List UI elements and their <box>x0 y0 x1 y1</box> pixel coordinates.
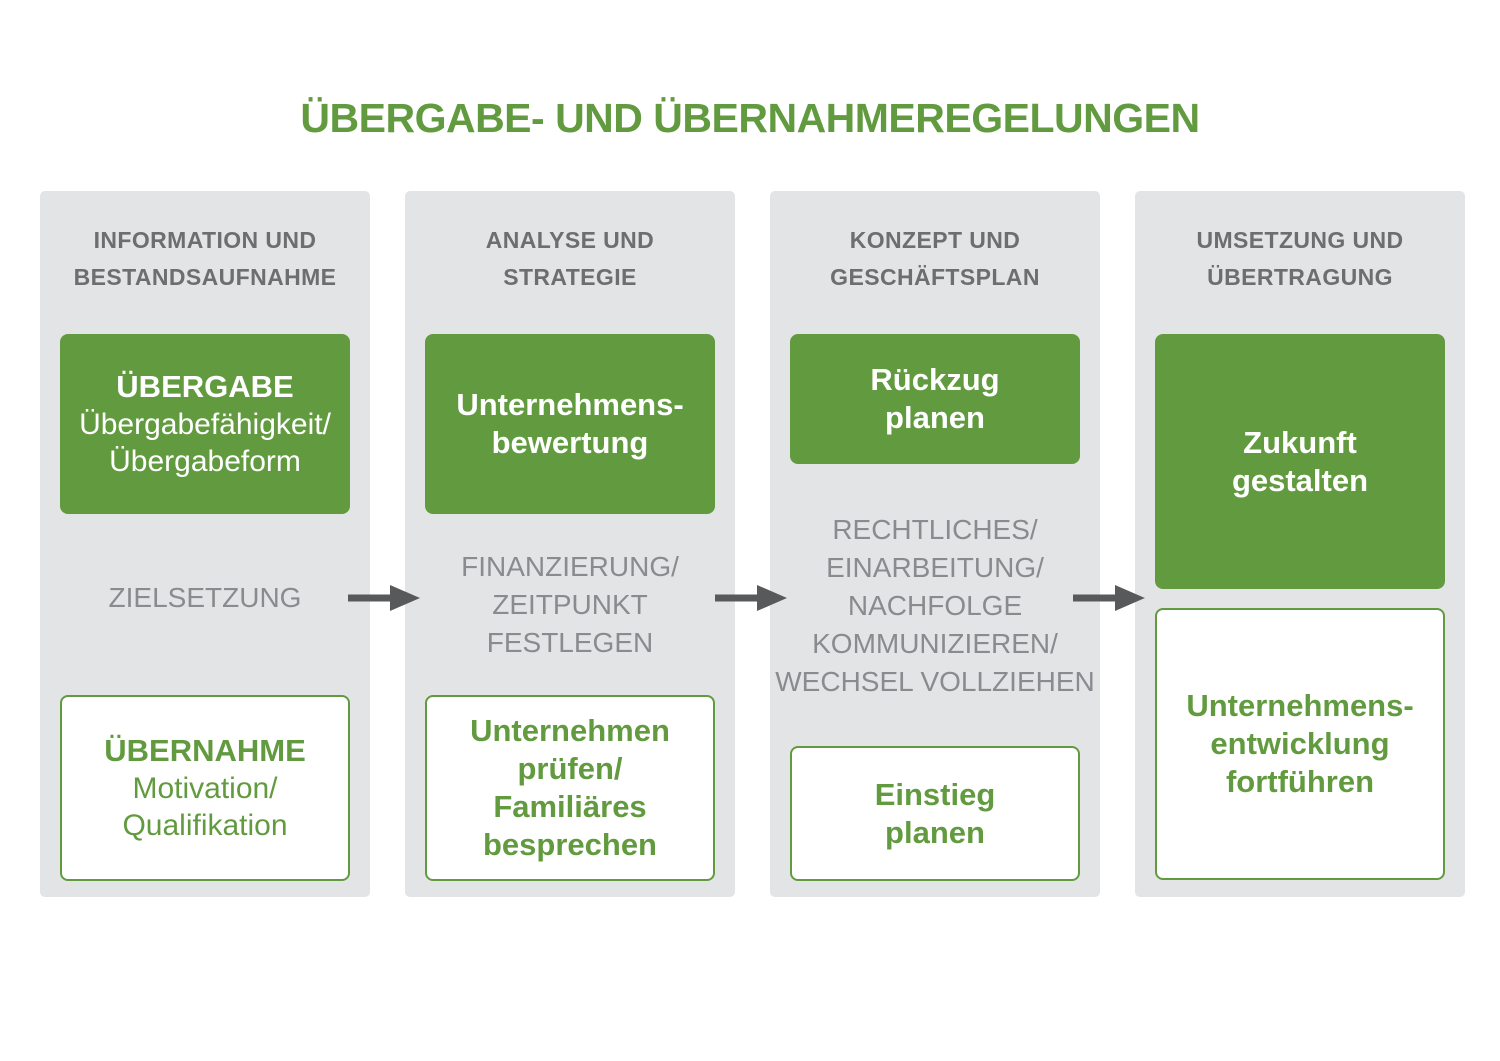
phase-column-umsetzung: UMSETZUNG UND ÜBERTRAGUNG Zukunft gestal… <box>1135 191 1465 897</box>
box-text-line: Übergabefähigkeit/ <box>79 408 331 441</box>
unternehmensbewertung-box: Unternehmens- bewertung <box>425 334 715 514</box>
arrow-right-icon <box>715 585 787 611</box>
page-title: ÜBERGABE- UND ÜBERNAHMEREGELUNGEN <box>300 95 1200 141</box>
arrow-right-icon <box>1073 585 1145 611</box>
box-text-line: Übergabeform <box>109 445 301 478</box>
box-title: planen <box>885 400 985 435</box>
phase-header-line: INFORMATION UND <box>93 227 317 253</box>
phase-3-header: KONZEPT UND GESCHÄFTSPLAN <box>770 222 1100 296</box>
finanzierung-label: FINANZIERUNG/ ZEITPUNKT FESTLEGEN <box>405 548 735 662</box>
mid-text-line: KOMMUNIZIEREN/ <box>812 628 1058 659</box>
phase-1-header: INFORMATION UND BESTANDSAUFNAHME <box>40 222 370 296</box>
zukunft-gestalten-box: Zukunft gestalten <box>1155 334 1445 589</box>
box-text-line: Familiäres <box>493 789 647 824</box>
box-text-line: prüfen/ <box>517 751 623 786</box>
arrow-right-icon <box>348 585 420 611</box>
phase-2-header: ANALYSE UND STRATEGIE <box>405 222 735 296</box>
rueckzug-planen-box: Rückzug planen <box>790 334 1080 464</box>
box-title: Rückzug <box>870 362 1000 397</box>
box-text-line: besprechen <box>482 827 657 862</box>
uebernahme-box: ÜBERNAHME Motivation/ Qualifikation <box>60 695 350 881</box>
phase-column-konzept: KONZEPT UND GESCHÄFTSPLAN Rückzug planen… <box>770 191 1100 897</box>
unternehmen-pruefen-box: Unternehmen prüfen/ Familiäres bespreche… <box>425 695 715 881</box>
box-title: Zukunft <box>1243 424 1357 460</box>
zielsetzung-label: ZIELSETZUNG <box>40 579 370 617</box>
box-text-line: Qualifikation <box>122 809 288 842</box>
box-title: gestalten <box>1231 462 1369 498</box>
uebergabe-box: ÜBERGABE Übergabefähigkeit/ Übergabeform <box>60 334 350 514</box>
mid-text-line: ZIELSETZUNG <box>108 582 302 613</box>
box-text-line: entwicklung <box>1210 726 1390 761</box>
box-text-line: planen <box>885 814 985 850</box>
mid-text-line: WECHSEL VOLLZIEHEN <box>775 666 1095 697</box>
mid-text-line: EINARBEITUNG/ <box>826 552 1044 583</box>
unternehmensentwicklung-box: Unternehmens- entwicklung fortführen <box>1155 608 1445 880</box>
mid-text-line: ZEITPUNKT <box>492 589 648 620</box>
box-title: bewertung <box>491 425 649 460</box>
phase-column-analyse: ANALYSE UND STRATEGIE Unternehmens- bewe… <box>405 191 735 897</box>
einstieg-planen-box: Einstieg planen <box>790 746 1080 881</box>
mid-text-line: FINANZIERUNG/ <box>461 551 679 582</box>
phase-header-line: ÜBERTRAGUNG <box>1207 264 1393 290</box>
box-text-line: Unternehmen <box>470 713 670 748</box>
box-text-line: Einstieg <box>874 776 996 812</box>
phase-header-line: UMSETZUNG UND <box>1196 227 1404 253</box>
box-title: Unternehmens- <box>456 387 684 422</box>
phase-header-line: KONZEPT UND <box>849 227 1021 253</box>
box-text-line: fortführen <box>1225 764 1375 799</box>
mid-text-line: RECHTLICHES/ <box>832 514 1038 545</box>
box-text-line: Motivation/ <box>132 772 278 805</box>
phase-4-header: UMSETZUNG UND ÜBERTRAGUNG <box>1135 222 1465 296</box>
phase-header-line: GESCHÄFTSPLAN <box>830 264 1040 290</box>
phase-column-information: INFORMATION UND BESTANDSAUFNAHME ÜBERGAB… <box>40 191 370 897</box>
phase-header-line: STRATEGIE <box>503 264 637 290</box>
mid-text-line: NACHFOLGE <box>847 590 1023 621</box>
box-text-line: Unternehmens- <box>1186 688 1414 723</box>
mid-text-line: FESTLEGEN <box>486 627 654 658</box>
phase-header-line: ANALYSE UND <box>485 227 655 253</box>
phase-header-line: BESTANDSAUFNAHME <box>73 264 337 290</box>
rechtliches-label: RECHTLICHES/ EINARBEITUNG/ NACHFOLGE KOM… <box>770 511 1100 701</box>
box-title: ÜBERGABE <box>116 369 294 404</box>
box-title: ÜBERNAHME <box>104 733 306 768</box>
